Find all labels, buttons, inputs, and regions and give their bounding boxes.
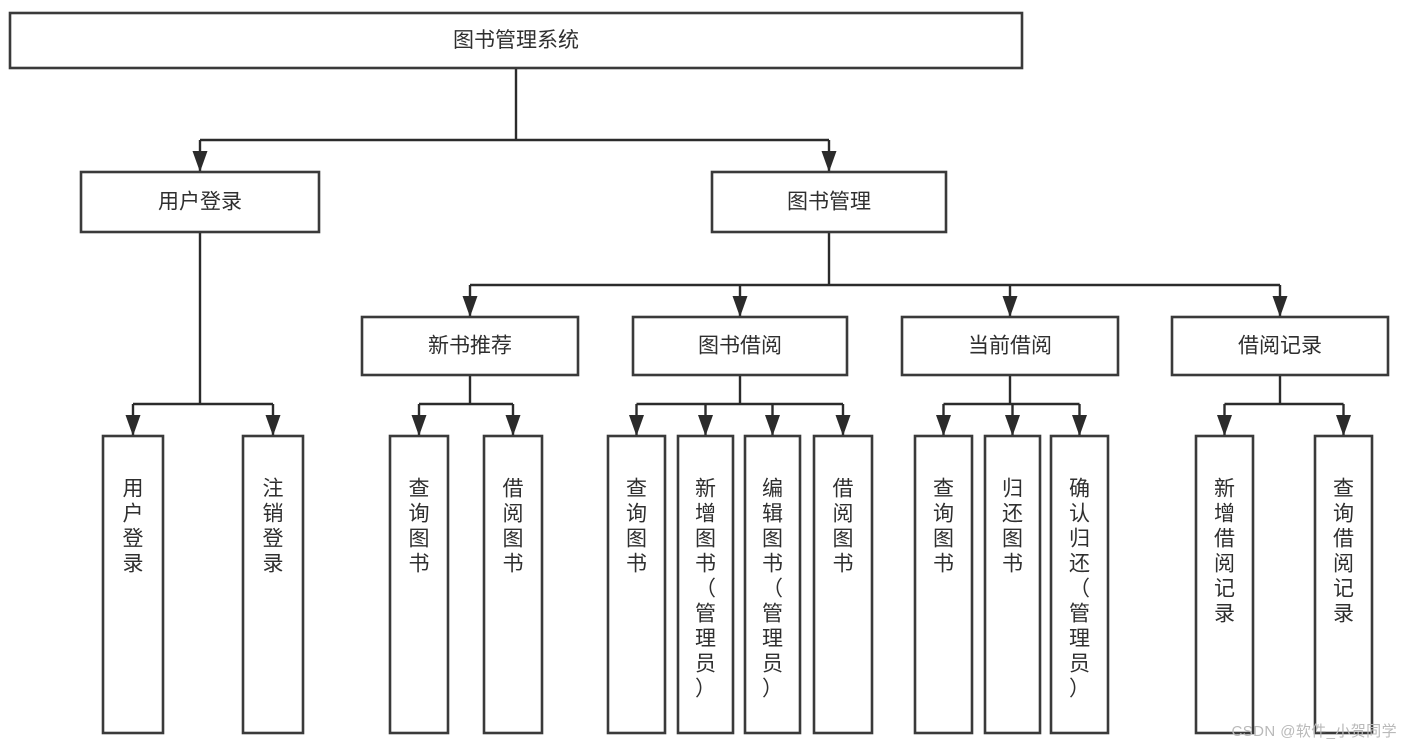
arrow-head-icon	[125, 415, 141, 436]
arrow-head-icon	[732, 296, 748, 317]
node-new-book-rec[interactable]: 新书推荐	[360, 315, 580, 377]
arrow-head-icon	[936, 415, 951, 436]
node-user-login[interactable]: 用户登录	[79, 170, 321, 234]
node-box-new-book-rec	[360, 315, 580, 377]
node-leaf-add-book[interactable]: 新增图书（管理员）	[676, 434, 735, 735]
node-label-leaf-borrow-book: 借阅图书	[833, 478, 854, 576]
arrow-head-icon	[765, 415, 780, 436]
node-leaf-borrow-book[interactable]: 借阅图书	[812, 434, 874, 735]
node-leaf-user-login[interactable]: 用户登录	[101, 434, 165, 735]
arrow-head-icon	[1336, 415, 1351, 436]
node-label-leaf-user-logout: 注销登录	[263, 478, 284, 576]
node-root[interactable]: 图书管理系统	[8, 11, 1024, 70]
node-box-leaf-add-book	[676, 434, 735, 735]
arrow-head-icon	[505, 415, 521, 436]
node-box-leaf-query-book-borrow	[606, 434, 667, 735]
arrow-head-icon	[265, 415, 281, 436]
node-label-leaf-query-book-borrow: 查询图书	[626, 478, 647, 576]
arrow-head-icon	[192, 151, 208, 172]
node-label-book-manage: 图书管理	[787, 191, 871, 214]
node-leaf-add-record[interactable]: 新增借阅记录	[1194, 434, 1255, 735]
connector-group-current-borrow	[936, 375, 1087, 436]
node-label-leaf-query-book-rec: 查询图书	[409, 478, 430, 576]
node-label-borrow-record: 借阅记录	[1238, 335, 1322, 358]
node-label-leaf-edit-book: 编辑图书（管理员）	[762, 478, 783, 701]
node-label-leaf-user-login: 用户登录	[123, 478, 144, 576]
node-leaf-borrow-book-rec[interactable]: 借阅图书	[482, 434, 544, 735]
node-box-leaf-query-record	[1313, 434, 1374, 735]
arrow-head-icon	[411, 415, 427, 436]
node-label-leaf-add-record: 新增借阅记录	[1214, 478, 1235, 626]
node-label-leaf-confirm-return: 确认归还（管理员）	[1069, 478, 1090, 701]
node-leaf-query-record[interactable]: 查询借阅记录	[1313, 434, 1374, 735]
node-leaf-user-logout[interactable]: 注销登录	[241, 434, 305, 735]
connector-group-root	[192, 68, 837, 172]
node-box-leaf-return-book	[983, 434, 1042, 735]
arrow-head-icon	[1072, 415, 1087, 436]
arrow-head-icon	[835, 415, 851, 436]
node-box-leaf-borrow-book	[812, 434, 874, 735]
node-borrow-record[interactable]: 借阅记录	[1170, 315, 1390, 377]
node-book-manage[interactable]: 图书管理	[710, 170, 948, 234]
arrow-head-icon	[698, 415, 713, 436]
node-leaf-confirm-return[interactable]: 确认归还（管理员）	[1049, 434, 1110, 735]
node-label-user-login: 用户登录	[158, 191, 242, 214]
node-box-leaf-borrow-book-rec	[482, 434, 544, 735]
arrow-head-icon	[462, 296, 478, 317]
arrow-head-icon	[1272, 296, 1288, 317]
node-label-leaf-borrow-book-rec: 借阅图书	[503, 478, 524, 576]
connector-group-borrow-record	[1217, 375, 1351, 436]
node-box-root	[8, 11, 1024, 70]
node-leaf-edit-book[interactable]: 编辑图书（管理员）	[743, 434, 802, 735]
node-box-leaf-edit-book	[743, 434, 802, 735]
node-label-root: 图书管理系统	[453, 29, 579, 52]
node-label-leaf-query-record: 查询借阅记录	[1333, 478, 1354, 626]
connector-group-new-book-rec	[411, 375, 521, 436]
arrow-head-icon	[1005, 415, 1020, 436]
node-leaf-query-book-current[interactable]: 查询图书	[913, 434, 974, 735]
node-label-leaf-return-book: 归还图书	[1002, 478, 1023, 576]
arrow-head-icon	[821, 151, 837, 172]
node-box-leaf-query-book-rec	[388, 434, 450, 735]
node-current-borrow[interactable]: 当前借阅	[900, 315, 1120, 377]
node-leaf-query-book-rec[interactable]: 查询图书	[388, 434, 450, 735]
arrow-head-icon	[1217, 415, 1232, 436]
node-box-book-borrow	[631, 315, 849, 377]
connector-layer	[125, 68, 1351, 436]
node-box-leaf-confirm-return	[1049, 434, 1110, 735]
connector-group-user-login	[125, 232, 281, 436]
node-label-current-borrow: 当前借阅	[968, 335, 1052, 358]
arrow-head-icon	[629, 415, 644, 436]
node-box-borrow-record	[1170, 315, 1390, 377]
connector-group-book-manage	[462, 232, 1288, 317]
node-label-leaf-add-book: 新增图书（管理员）	[695, 478, 716, 701]
node-box-leaf-add-record	[1194, 434, 1255, 735]
node-leaf-query-book-borrow[interactable]: 查询图书	[606, 434, 667, 735]
arrow-head-icon	[1002, 296, 1018, 317]
node-label-book-borrow: 图书借阅	[698, 335, 782, 358]
node-box-current-borrow	[900, 315, 1120, 377]
node-box-leaf-user-logout	[241, 434, 305, 735]
node-box-leaf-user-login	[101, 434, 165, 735]
node-box-book-manage	[710, 170, 948, 234]
node-layer: 图书管理系统用户登录图书管理新书推荐图书借阅当前借阅借阅记录用户登录注销登录查询…	[8, 11, 1390, 735]
node-box-user-login	[79, 170, 321, 234]
node-label-leaf-query-book-current: 查询图书	[933, 478, 954, 576]
node-box-leaf-query-book-current	[913, 434, 974, 735]
node-leaf-return-book[interactable]: 归还图书	[983, 434, 1042, 735]
connector-group-book-borrow	[629, 375, 851, 436]
node-label-new-book-rec: 新书推荐	[428, 335, 512, 358]
node-book-borrow[interactable]: 图书借阅	[631, 315, 849, 377]
